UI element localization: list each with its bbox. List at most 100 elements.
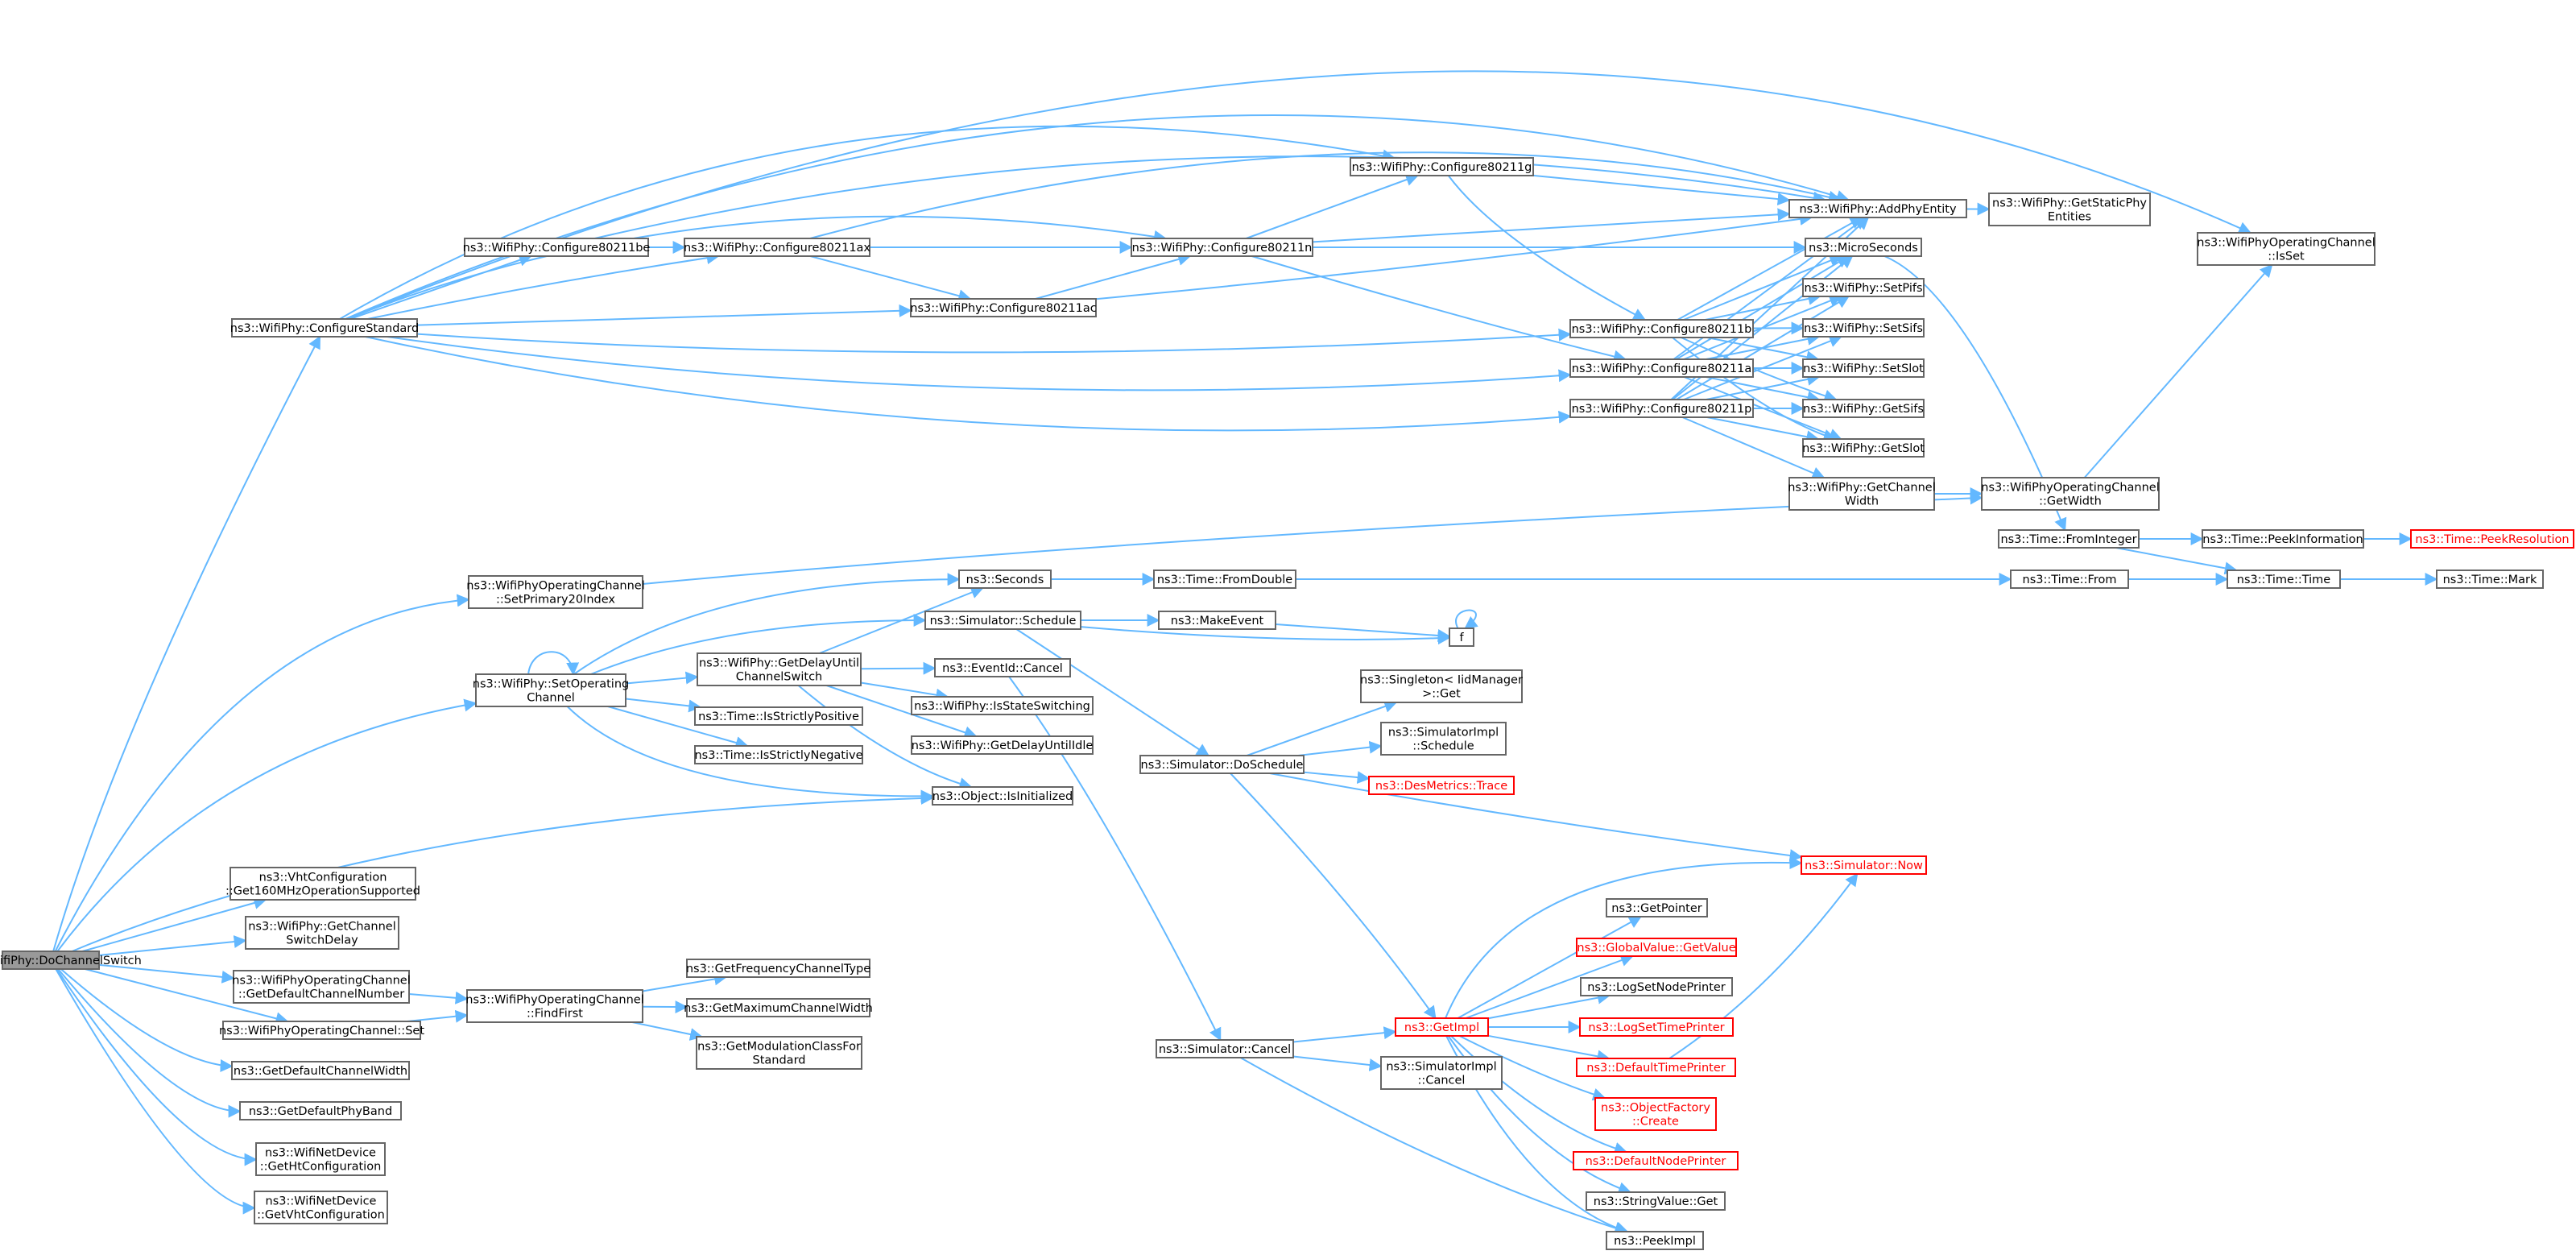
edge-get-impl-to-default-node-printer (1450, 1035, 1628, 1155)
node-box (1802, 318, 1925, 338)
node-label: ns3::GetFrequencyChannelType (686, 963, 870, 975)
edge-set-operating-channel-to-get-delay-until-channel-switch (625, 671, 699, 685)
node-make-event[interactable]: ns3::MakeEvent (1158, 611, 1276, 630)
node-time-mark[interactable]: ns3::Time::Mark (2436, 570, 2544, 589)
node-simulator-now[interactable]: ns3::Simulator::Now (1801, 855, 1927, 875)
node-find-first[interactable]: ns3::WifiPhyOperatingChannel::FindFirst (465, 989, 644, 1023)
node-simulator-impl-cancel[interactable]: ns3::SimulatorImpl::Cancel (1380, 1056, 1503, 1090)
node-label: ns3::GetDefaultChannelWidth (234, 1065, 407, 1078)
node-configure-80211b[interactable]: ns3::WifiPhy::Configure80211b (1569, 319, 1754, 338)
node-get-frequency-channel-type[interactable]: ns3::GetFrequencyChannelType (686, 959, 870, 978)
node-configure-80211be[interactable]: ns3::WifiPhy::Configure80211be (463, 238, 651, 257)
edge-do-channel-switch-to-get-default-channel-number (98, 963, 235, 984)
node-configure-80211ac[interactable]: ns3::WifiPhy::Configure80211ac (910, 298, 1097, 317)
edge-do-channel-switch-to-get-ht-configuration (56, 968, 258, 1166)
edge-do-channel-switch-to-get-default-channel-width (60, 968, 234, 1073)
node-set-primary20-index[interactable]: ns3::WifiPhyOperatingChannel::SetPrimary… (466, 575, 645, 609)
node-time-from-double[interactable]: ns3::Time::FromDouble (1153, 570, 1296, 589)
node-singleton-get[interactable]: ns3::Singleton< IidManager>::Get (1360, 669, 1523, 703)
edge-get-impl-to-simulator-now (1445, 856, 1803, 1019)
node-get-delay-until-idle[interactable]: ns3::WifiPhy::GetDelayUntilIdle (911, 735, 1094, 755)
edge-configure-80211be-to-add-phy-entity (594, 155, 1826, 239)
node-time-from-integer[interactable]: ns3::Time::FromInteger (1998, 529, 2140, 549)
node-label: ns3::WifiPhy::GetDelayUntilIdle (912, 739, 1094, 752)
node-get-default-channel-width[interactable]: ns3::GetDefaultChannelWidth (231, 1061, 410, 1080)
edge-do-channel-switch-to-get-default-phy-band (57, 968, 242, 1118)
node-op-channel-set[interactable]: ns3::WifiPhyOperatingChannel::Set (219, 1021, 424, 1040)
node-op-channel-get-width[interactable]: ns3::WifiPhyOperatingChannel::GetWidth (1981, 477, 2160, 511)
edge-configure-80211b-to-add-phy-entity (1677, 217, 1863, 321)
node-get-ht-configuration[interactable]: ns3::WifiNetDevice::GetHtConfiguration (255, 1142, 386, 1176)
node-get-sifs[interactable]: ns3::WifiPhy::GetSifs (1802, 399, 1925, 418)
node-f[interactable]: f (1449, 628, 1474, 647)
node-configure-80211ax[interactable]: ns3::WifiPhy::Configure80211ax (684, 238, 870, 257)
node-label: ::Create (1632, 1116, 1679, 1129)
node-get-pointer[interactable]: ns3::GetPointer (1606, 898, 1708, 917)
node-get-vht-configuration[interactable]: ns3::WifiNetDevice::GetVhtConfiguration (254, 1191, 388, 1224)
edge-configure-standard-to-op-channel-is-set (345, 70, 2252, 320)
node-configure-80211p[interactable]: ns3::WifiPhy::Configure80211p (1569, 399, 1754, 418)
node-box (2436, 570, 2544, 589)
node-time-from[interactable]: ns3::Time::From (2010, 570, 2129, 589)
node-global-value-get-value[interactable]: ns3::GlobalValue::GetValue (1576, 938, 1737, 957)
node-add-phy-entity[interactable]: ns3::WifiPhy::AddPhyEntity (1788, 199, 1967, 218)
node-set-pifs[interactable]: ns3::WifiPhy::SetPifs (1802, 278, 1925, 297)
node-simulator-impl-schedule[interactable]: ns3::SimulatorImpl::Schedule (1380, 722, 1507, 756)
node-time-peek-resolution[interactable]: ns3::Time::PeekResolution (2410, 529, 2574, 549)
node-simulator-schedule[interactable]: ns3::Simulator::Schedule (924, 611, 1081, 630)
node-label: ns3::WifiPhy::Configure80211a (1572, 362, 1751, 375)
node-get-default-phy-band[interactable]: ns3::GetDefaultPhyBand (239, 1101, 402, 1120)
node-log-set-node-printer[interactable]: ns3::LogSetNodePrinter (1580, 977, 1733, 996)
edge-simulator-do-schedule-to-get-impl (1230, 772, 1437, 1020)
node-box (1569, 319, 1754, 338)
node-seconds[interactable]: ns3::Seconds (958, 570, 1052, 589)
node-configure-80211a[interactable]: ns3::WifiPhy::Configure80211a (1569, 358, 1754, 378)
node-string-value-get[interactable]: ns3::StringValue::Get (1586, 1191, 1726, 1211)
node-simulator-do-schedule[interactable]: ns3::Simulator::DoSchedule (1139, 755, 1305, 774)
node-log-set-time-printer[interactable]: ns3::LogSetTimePrinter (1579, 1017, 1734, 1037)
edge-find-first-to-get-modulation-class-for-standard (631, 1021, 704, 1041)
node-get-maximum-channel-width[interactable]: ns3::GetMaximumChannelWidth (684, 998, 873, 1017)
node-label: ns3::WifiPhy::GetChannel (1788, 482, 1936, 495)
node-time-peek-information[interactable]: ns3::Time::PeekInformation (2202, 529, 2364, 549)
node-des-metrics-trace[interactable]: ns3::DesMetrics::Trace (1368, 776, 1515, 795)
node-label: ns3::WifiPhyOperatingChannel (232, 975, 410, 988)
node-is-strictly-positive[interactable]: ns3::Time::IsStrictlyPositive (694, 706, 863, 726)
edge-simulator-do-schedule-to-singleton-get (1247, 700, 1398, 756)
node-configure-80211n[interactable]: ns3::WifiPhy::Configure80211n (1131, 238, 1313, 257)
node-event-id-cancel[interactable]: ns3::EventId::Cancel (934, 658, 1071, 677)
node-get-slot[interactable]: ns3::WifiPhy::GetSlot (1802, 438, 1925, 458)
node-peek-impl[interactable]: ns3::PeekImpl (1606, 1231, 1704, 1250)
node-default-node-printer[interactable]: ns3::DefaultNodePrinter (1573, 1151, 1739, 1170)
node-set-sifs[interactable]: ns3::WifiPhy::SetSifs (1802, 318, 1925, 338)
edge-make-event-to-f (1275, 623, 1451, 642)
edge-configure-80211ax-to-configure-80211ac (809, 255, 972, 303)
node-vht-get160[interactable]: ns3::VhtConfiguration::Get160MHzOperatio… (225, 867, 420, 901)
node-op-channel-is-set[interactable]: ns3::WifiPhyOperatingChannel::IsSet (2197, 232, 2375, 266)
node-box (1380, 1056, 1503, 1090)
node-label: ns3::ObjectFactory (1601, 1102, 1710, 1115)
node-is-strictly-negative[interactable]: ns3::Time::IsStrictlyNegative (694, 745, 863, 764)
node-do-channel-switch[interactable]: ns3::WifiPhy::DoChannelSwitch (0, 951, 142, 970)
node-is-state-switching[interactable]: ns3::WifiPhy::IsStateSwitching (911, 696, 1094, 715)
node-simulator-cancel[interactable]: ns3::Simulator::Cancel (1156, 1039, 1294, 1058)
node-get-impl[interactable]: ns3::GetImpl (1395, 1017, 1489, 1037)
node-object-is-initialized[interactable]: ns3::Object::IsInitialized (932, 786, 1073, 806)
node-box (2227, 570, 2341, 589)
node-box (932, 786, 1073, 806)
node-time-time[interactable]: ns3::Time::Time (2227, 570, 2341, 589)
node-configure-80211g[interactable]: ns3::WifiPhy::Configure80211g (1350, 157, 1534, 176)
node-object-factory-create[interactable]: ns3::ObjectFactory::Create (1594, 1097, 1717, 1131)
node-microseconds[interactable]: ns3::MicroSeconds (1805, 238, 1922, 257)
node-configure-standard[interactable]: ns3::WifiPhy::ConfigureStandard (230, 318, 419, 338)
node-default-time-printer[interactable]: ns3::DefaultTimePrinter (1576, 1058, 1736, 1077)
node-get-default-channel-number[interactable]: ns3::WifiPhyOperatingChannel::GetDefault… (232, 970, 411, 1004)
node-set-slot[interactable]: ns3::WifiPhy::SetSlot (1802, 358, 1925, 378)
edge-get-impl-to-get-pointer (1457, 916, 1643, 1019)
